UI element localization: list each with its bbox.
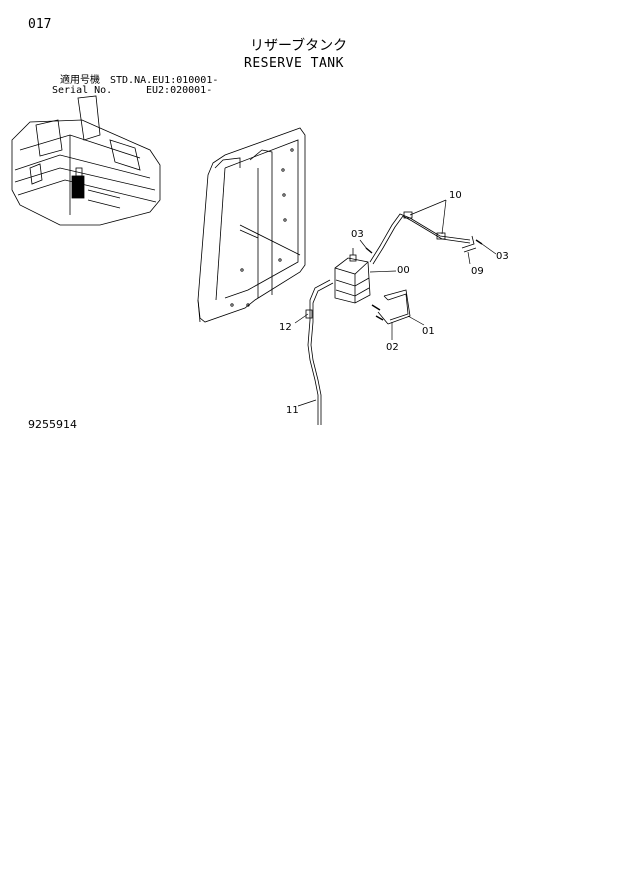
drawing-number: 9255914 <box>28 418 77 431</box>
machine-overview-illustration <box>11 95 161 226</box>
callout-09: 09 <box>471 266 484 277</box>
serial-range-1: STD.NA.EU1:010001- <box>110 75 219 86</box>
page-number: 017 <box>28 17 52 32</box>
serial-range-2: EU2:020001- <box>146 85 213 96</box>
leader-lines <box>294 199 497 407</box>
callout-12: 12 <box>279 322 292 333</box>
bracket-part-01 <box>377 289 411 325</box>
reserve-tank-part-00 <box>334 248 371 304</box>
callout-02: 02 <box>386 342 399 353</box>
callout-03-right: 03 <box>496 251 509 262</box>
callout-10: 10 <box>449 190 462 201</box>
serial-label-japanese: 適用号機 <box>60 75 100 86</box>
callout-01: 01 <box>422 326 435 337</box>
callout-03-upper: 03 <box>351 229 364 240</box>
title-japanese: リザーブタンク <box>250 38 348 54</box>
title-english: RESERVE TANK <box>244 56 344 71</box>
callout-11: 11 <box>286 405 299 416</box>
upper-hose-part-10 <box>369 211 477 265</box>
drain-hose-part-11 <box>307 279 334 425</box>
callout-00: 00 <box>397 265 410 276</box>
serial-label-english: Serial No. <box>52 85 113 96</box>
clip-part-12 <box>305 309 313 319</box>
cabin-rear-panel <box>197 127 306 323</box>
